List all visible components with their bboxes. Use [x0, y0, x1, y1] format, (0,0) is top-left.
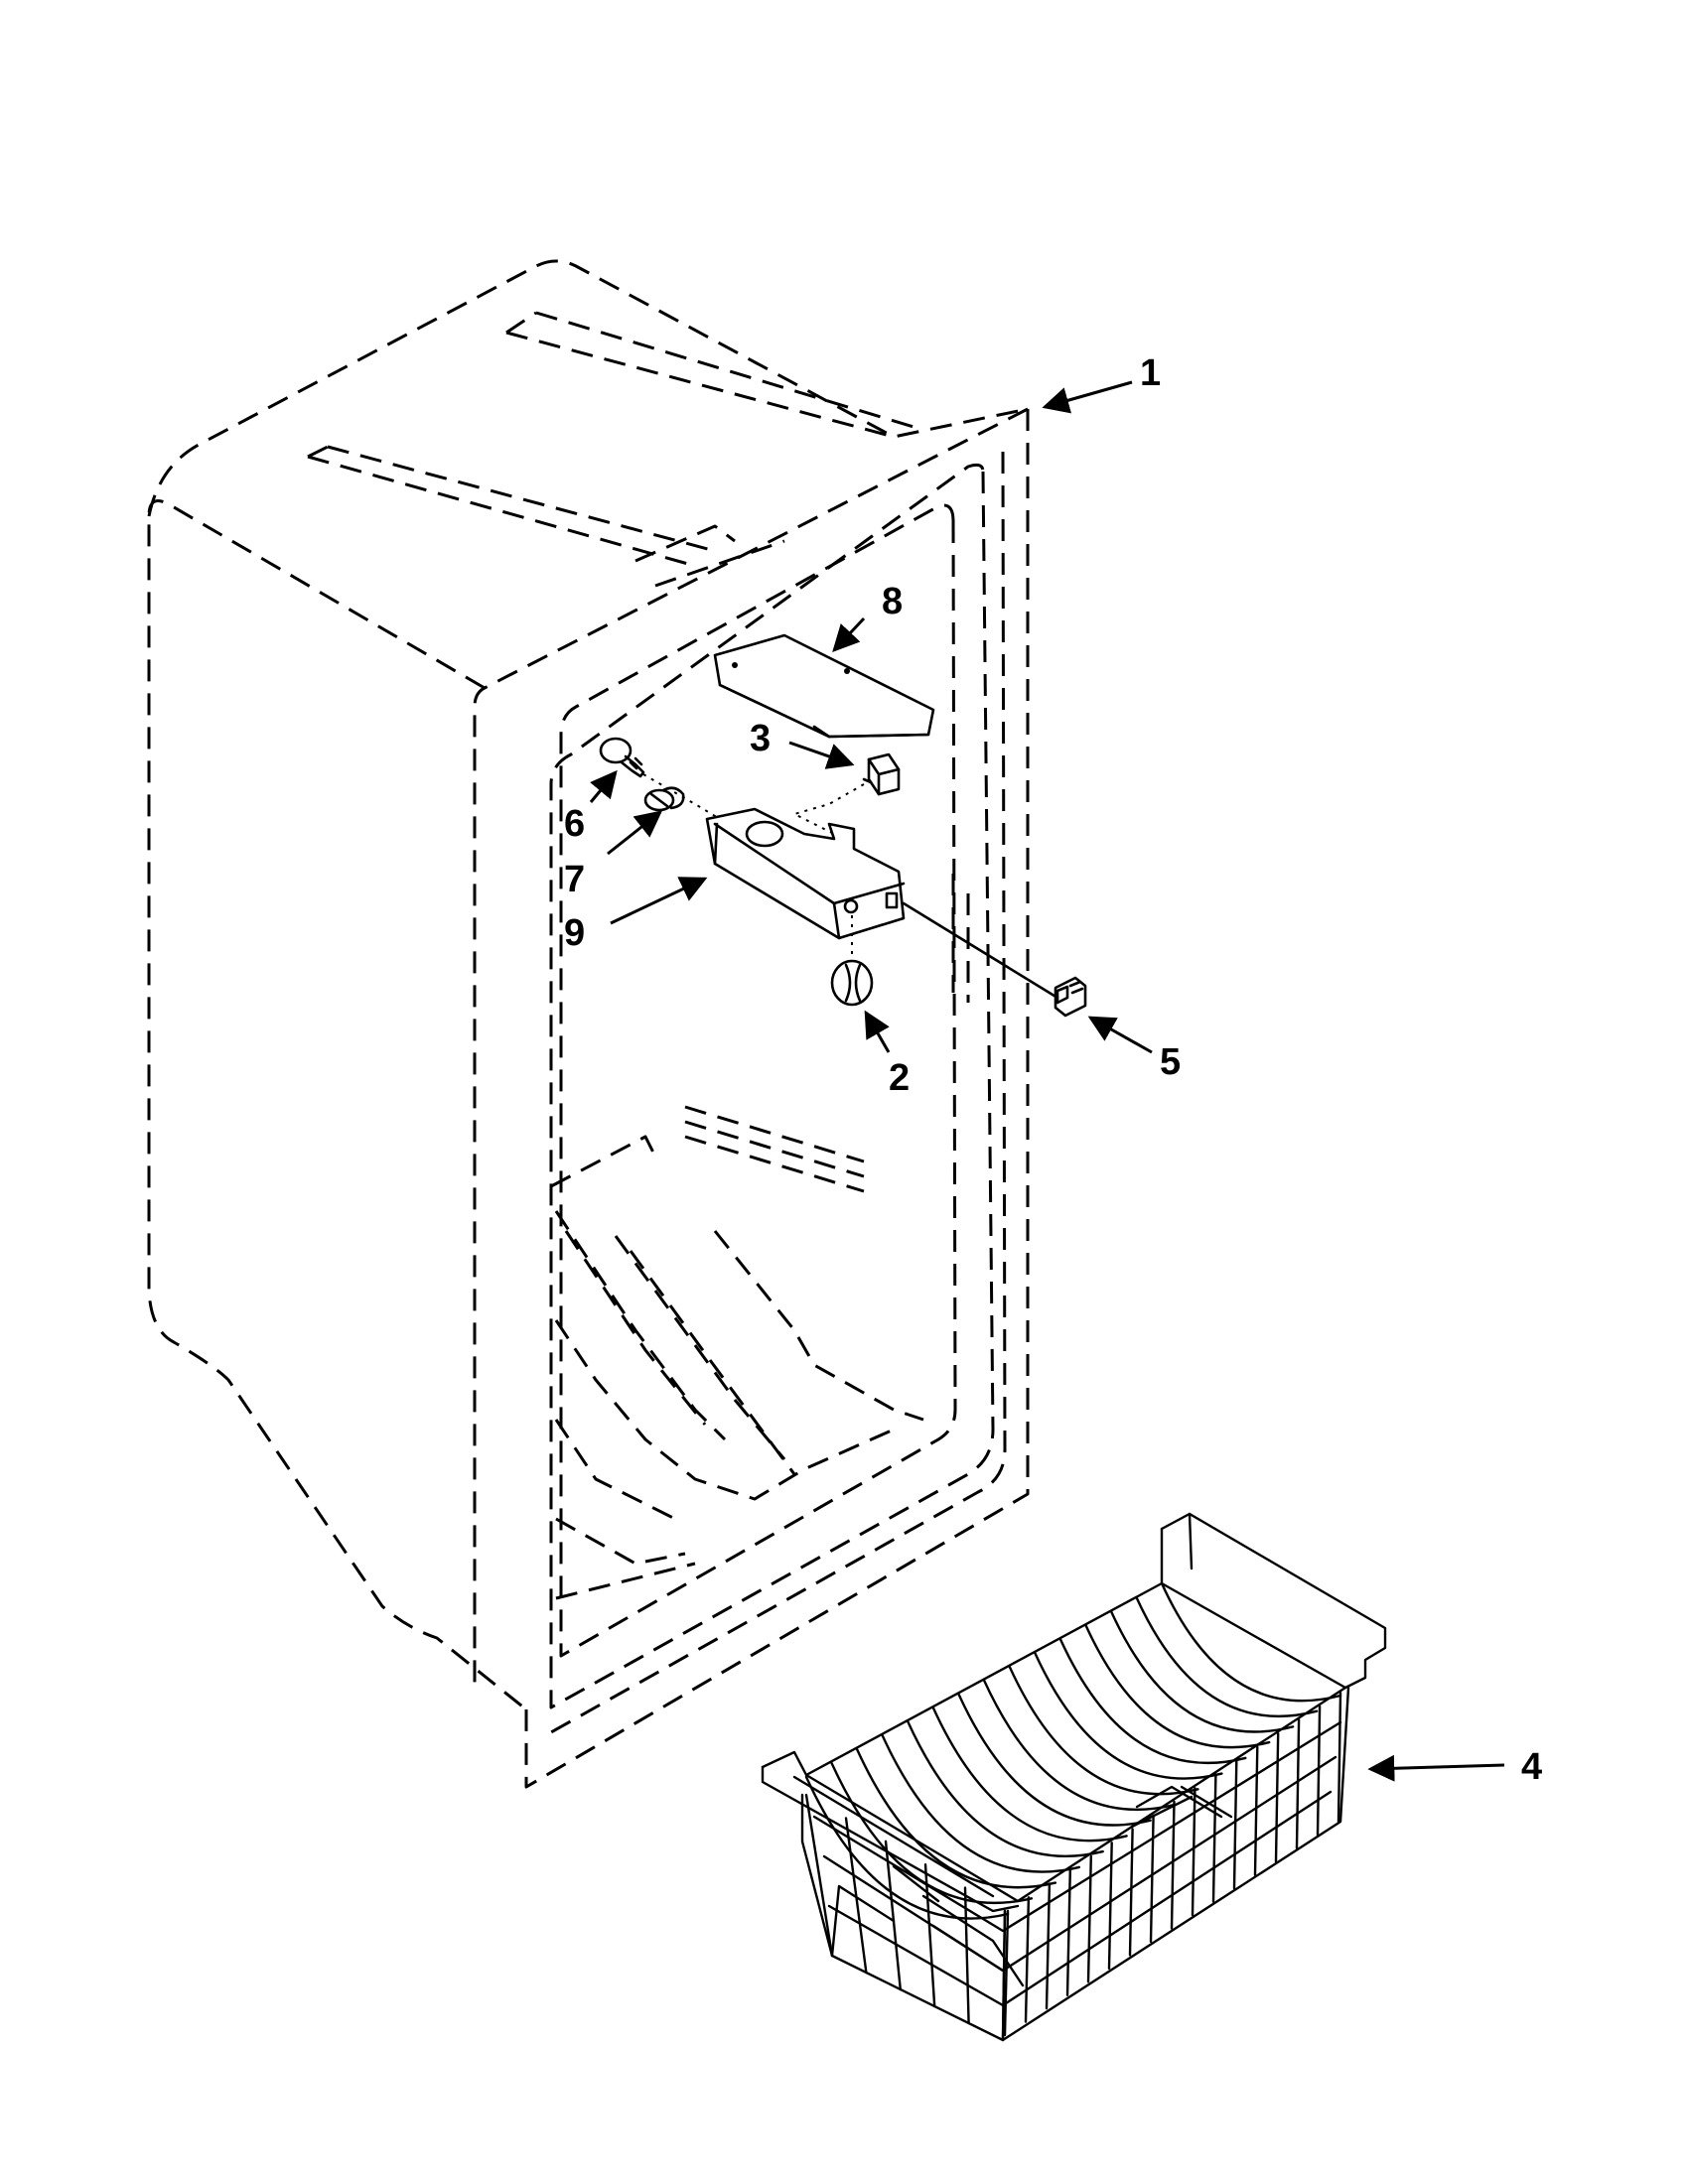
basket-rung: [1316, 1705, 1322, 1837]
basket-rung: [1191, 1787, 1196, 1917]
callout-7: 7: [564, 859, 585, 900]
basket-floor-wire: [957, 1693, 1152, 1827]
leader-5: [1087, 1016, 1153, 1054]
leader-4: [1367, 1754, 1505, 1782]
basket-end-rung: [804, 1793, 834, 1958]
basket-end-rung: [844, 1817, 868, 1975]
leader-2: [864, 1010, 891, 1053]
wire-basket-part-4: [761, 1512, 1387, 2042]
basket-rung: [1295, 1718, 1301, 1850]
basket-floor-wire: [1008, 1665, 1199, 1796]
leader-1: [1042, 380, 1133, 414]
basket-rung: [1274, 1732, 1280, 1863]
leader-6: [589, 769, 618, 803]
basket-floor-wire: [830, 1761, 1034, 1904]
light-switch-part-3: [862, 752, 901, 796]
basket-floor-wire: [1084, 1623, 1271, 1749]
basket-floor-wire: [804, 1775, 1010, 1920]
basket-floor-wire: [1033, 1651, 1223, 1780]
callout-6: 6: [564, 803, 585, 845]
basket-rung: [1128, 1828, 1134, 1957]
leader-lines: [589, 380, 1505, 1782]
basket-floor-wire: [1135, 1595, 1319, 1718]
basket-end-rung: [1001, 1909, 1007, 2042]
basket-end-rung: [923, 1863, 936, 2008]
callout-8: 8: [882, 581, 903, 622]
basket-rung: [1107, 1842, 1113, 1970]
basket-end-rung: [884, 1840, 902, 1991]
basket-floor-wire: [1058, 1637, 1247, 1765]
light-housing-part-9: [705, 807, 906, 940]
freezer-cabinet-liner: [147, 259, 1030, 1789]
callout-labels: 1 8 3 6 7 9 2 5 4: [564, 352, 1542, 1788]
basket-rung: [1170, 1800, 1176, 1930]
leader-3: [788, 741, 855, 769]
bulb-socket-part-7: [643, 786, 685, 812]
basket-floor-wire: [881, 1734, 1080, 1873]
leader-7: [607, 810, 663, 856]
callout-3: 3: [750, 718, 771, 759]
basket-floor-wire: [907, 1720, 1104, 1857]
basket-rung: [1003, 1909, 1010, 2037]
basket-rung: [1253, 1745, 1259, 1876]
leader-9: [610, 877, 708, 925]
basket-rung: [1211, 1773, 1217, 1903]
basket-floor-wire: [1160, 1581, 1342, 1703]
basket-rung: [1232, 1759, 1238, 1890]
basket-floor-wire: [982, 1679, 1176, 1812]
light-bulb-part-6: [599, 737, 645, 778]
callout-9: 9: [564, 912, 585, 954]
basket-rung: [1086, 1854, 1092, 1983]
basket-rung: [1149, 1814, 1155, 1944]
leader-8: [832, 616, 866, 652]
door-switch-part-5: [1054, 976, 1087, 1018]
callout-4: 4: [1521, 1746, 1542, 1788]
callout-5: 5: [1160, 1041, 1181, 1083]
assembly-line-5: [902, 901, 1059, 1000]
basket-end-rung: [963, 1886, 970, 2025]
basket-rung: [1045, 1882, 1052, 2010]
basket-rung: [1336, 1691, 1342, 1824]
basket-floor-wire: [1109, 1609, 1295, 1733]
callout-1: 1: [1140, 352, 1161, 394]
knob-part-2: [830, 959, 874, 1007]
basket-rung: [1024, 1896, 1031, 2023]
light-cover-part-8: [713, 633, 935, 739]
basket-floor-wire: [855, 1747, 1057, 1889]
callout-2: 2: [889, 1057, 910, 1099]
assembly-line-6-7: [642, 773, 721, 820]
basket-floor-wire: [931, 1706, 1128, 1843]
